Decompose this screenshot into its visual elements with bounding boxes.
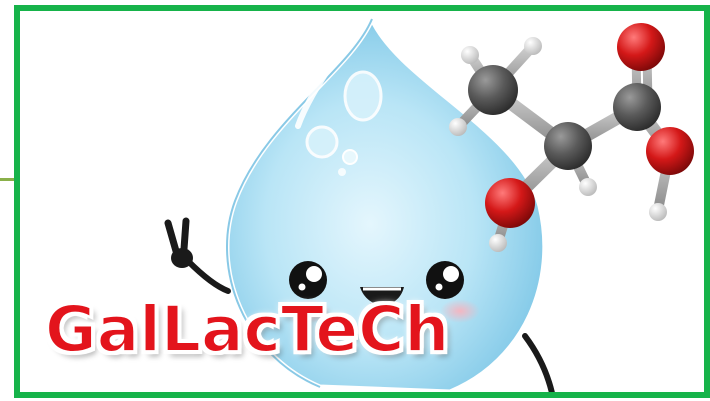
carbon-atom bbox=[613, 83, 661, 131]
right-cheek bbox=[440, 299, 480, 323]
arm bbox=[185, 258, 231, 294]
carbon-atom bbox=[468, 65, 518, 115]
oxygen-atom bbox=[646, 127, 694, 175]
brand-name: GalLacTeCh bbox=[44, 293, 450, 366]
hydrogen-atom bbox=[449, 118, 467, 136]
mouth bbox=[360, 287, 404, 305]
hydrogen-atom bbox=[649, 203, 667, 221]
oxygen-atom bbox=[617, 23, 665, 71]
logo-artwork bbox=[164, 12, 694, 392]
hydrogen-atom bbox=[489, 234, 507, 252]
water-drop-mascot bbox=[164, 12, 555, 392]
hydrogen-atom bbox=[461, 46, 479, 64]
victory-hand-icon bbox=[164, 217, 193, 268]
carbon-atom bbox=[544, 122, 592, 170]
hydrogen-atom bbox=[579, 178, 597, 196]
logo-frame: GalLacTeCh bbox=[14, 5, 710, 398]
lactic-acid-molecule bbox=[449, 23, 694, 252]
accent-line bbox=[0, 178, 16, 181]
mascot-face bbox=[289, 261, 480, 323]
hydrogen-atom bbox=[524, 37, 542, 55]
oxygen-atom bbox=[485, 178, 535, 228]
drop-highlight bbox=[343, 70, 383, 122]
left-cheek bbox=[290, 299, 330, 323]
